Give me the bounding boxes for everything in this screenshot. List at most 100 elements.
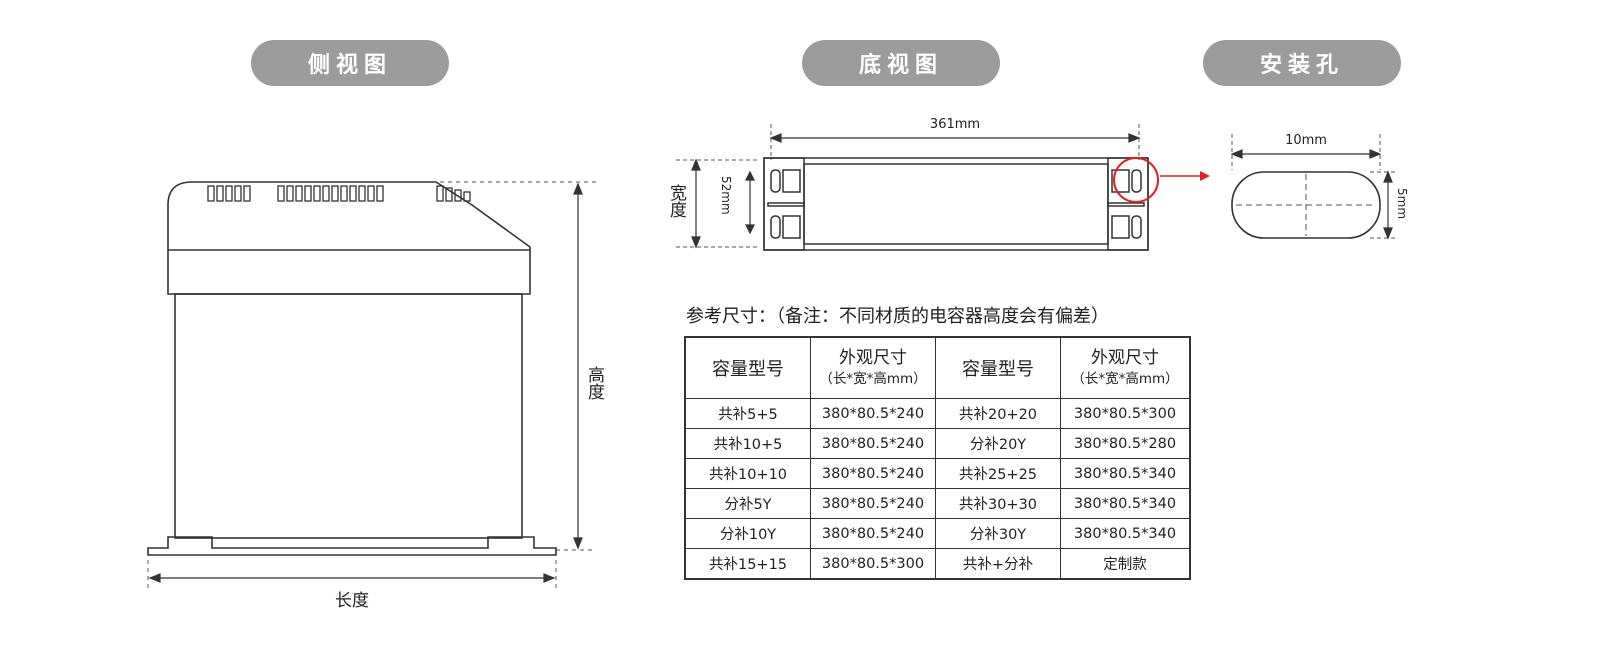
header-size-2: 外观尺寸（长*宽*高mm） [1060, 336, 1191, 399]
vent-slot [322, 185, 330, 202]
vent-slot [313, 185, 321, 202]
vent-slot [349, 185, 357, 202]
arrow-head [1369, 149, 1382, 159]
vent-slot [331, 185, 339, 202]
vent-slot [358, 185, 366, 202]
cell-size: 380*80.5*340 [1060, 458, 1191, 489]
table-row: 分补10Y 380*80.5*240 分补30Y 380*80.5*340 [684, 518, 1191, 549]
mount-pad [1111, 215, 1130, 239]
vent-slot [277, 185, 285, 202]
vent-slot [445, 187, 453, 202]
arrow-head [573, 182, 583, 195]
capacitor-top-cap [167, 181, 531, 295]
capacitor-body [174, 293, 523, 539]
vent-slot [304, 185, 312, 202]
header-model-2: 容量型号 [935, 336, 1061, 399]
vent-slot [207, 185, 215, 202]
length-dim-text: 361mm [930, 117, 980, 132]
cell-size: 380*80.5*240 [810, 518, 936, 549]
vent-slot [225, 185, 233, 202]
highlight-circle [1113, 157, 1159, 203]
mount-hole [1131, 169, 1142, 193]
cell-model: 共补25+25 [935, 458, 1061, 489]
heading-side-view: 侧视图 [251, 40, 449, 86]
cell-model: 分补5Y [684, 488, 811, 519]
cell-size: 380*80.5*280 [1060, 428, 1191, 459]
oval-mount-hole [1231, 171, 1381, 239]
mount-pad [782, 215, 801, 239]
cell-size: 380*80.5*240 [810, 398, 936, 429]
arrow-head [691, 236, 701, 249]
bracket-rib [767, 202, 805, 207]
arrow-head [1383, 170, 1393, 183]
vent-slot [243, 185, 251, 202]
cell-size: 定制款 [1060, 548, 1191, 580]
reference-note: 参考尺寸：（备注：不同材质的电容器高度会有偏差） [686, 306, 1109, 327]
cell-size: 380*80.5*340 [1060, 518, 1191, 549]
arrow-head [1230, 149, 1243, 159]
arrow-head [745, 170, 755, 181]
arrow-head [148, 573, 161, 583]
mount-bracket-left [763, 157, 805, 251]
heading-bottom-view: 底视图 [802, 40, 1000, 86]
base-outline [763, 157, 1149, 251]
mount-hole [1131, 215, 1142, 239]
cell-size: 380*80.5*300 [810, 548, 936, 580]
cell-model: 分补20Y [935, 428, 1061, 459]
height-label: 高度 [584, 366, 605, 400]
hole-height-text: 5mm [1395, 188, 1409, 219]
vent-slot [216, 185, 224, 202]
cell-model: 共补20+20 [935, 398, 1061, 429]
mount-bracket-right [1107, 157, 1149, 251]
arrow-head [769, 133, 782, 143]
cell-model: 分补30Y [935, 518, 1061, 549]
table-row: 共补5+5 380*80.5*240 共补20+20 380*80.5*300 [684, 398, 1191, 429]
mount-hole [770, 215, 781, 239]
arrow-head [573, 537, 583, 550]
mount-hole [770, 169, 781, 193]
length-label: 长度 [335, 591, 369, 611]
cell-size: 380*80.5*240 [810, 488, 936, 519]
header-model-1: 容量型号 [684, 336, 811, 399]
side-view-drawing: 高度 长度 [147, 181, 605, 611]
cell-model: 共补30+30 [935, 488, 1061, 519]
vent-slot [454, 189, 462, 202]
vent-slot [286, 185, 294, 202]
arrow-head [691, 158, 701, 171]
table-header-row: 容量型号 外观尺寸（长*宽*高mm） 容量型号 外观尺寸（长*宽*高mm） [684, 336, 1191, 399]
table-row: 分补5Y 380*80.5*240 共补30+30 380*80.5*340 [684, 488, 1191, 519]
vent-slot [234, 185, 242, 202]
mount-hole-drawing: 10mm 5mm [1230, 133, 1409, 240]
cell-model: 分补10Y [684, 518, 811, 549]
highlight-arrow-head [1200, 171, 1210, 181]
cell-model: 共补10+5 [684, 428, 811, 459]
arrow-head [745, 224, 755, 235]
cell-size: 380*80.5*340 [1060, 488, 1191, 519]
capacitor-base [147, 536, 557, 556]
cell-model: 共补10+10 [684, 458, 811, 489]
base-inner-frame [803, 163, 1109, 245]
width-label: 宽度 [666, 184, 687, 218]
vent-slots [207, 185, 471, 202]
header-size-1: 外观尺寸（长*宽*高mm） [810, 336, 936, 399]
hole-length-text: 10mm [1285, 133, 1327, 148]
vent-slot [295, 185, 303, 202]
vent-slot [463, 191, 471, 202]
cell-model: 共补15+15 [684, 548, 811, 580]
vent-slot [340, 185, 348, 202]
cell-size: 380*80.5*240 [810, 458, 936, 489]
arrow-head [1383, 227, 1393, 240]
cell-size: 380*80.5*240 [810, 428, 936, 459]
width-dim-text: 52mm [719, 176, 733, 215]
bracket-rib [1107, 202, 1145, 207]
table-row: 共补10+10 380*80.5*240 共补25+25 380*80.5*34… [684, 458, 1191, 489]
mount-pad [1111, 169, 1130, 193]
table-row: 共补10+5 380*80.5*240 分补20Y 380*80.5*280 [684, 428, 1191, 459]
cell-model: 共补+分补 [935, 548, 1061, 580]
arrow-head [1128, 133, 1141, 143]
vent-slot [436, 185, 444, 202]
vent-slot [367, 185, 375, 202]
table-row: 共补15+15 380*80.5*300 共补+分补 定制款 [684, 548, 1191, 580]
heading-mount-hole: 安装孔 [1203, 40, 1401, 86]
